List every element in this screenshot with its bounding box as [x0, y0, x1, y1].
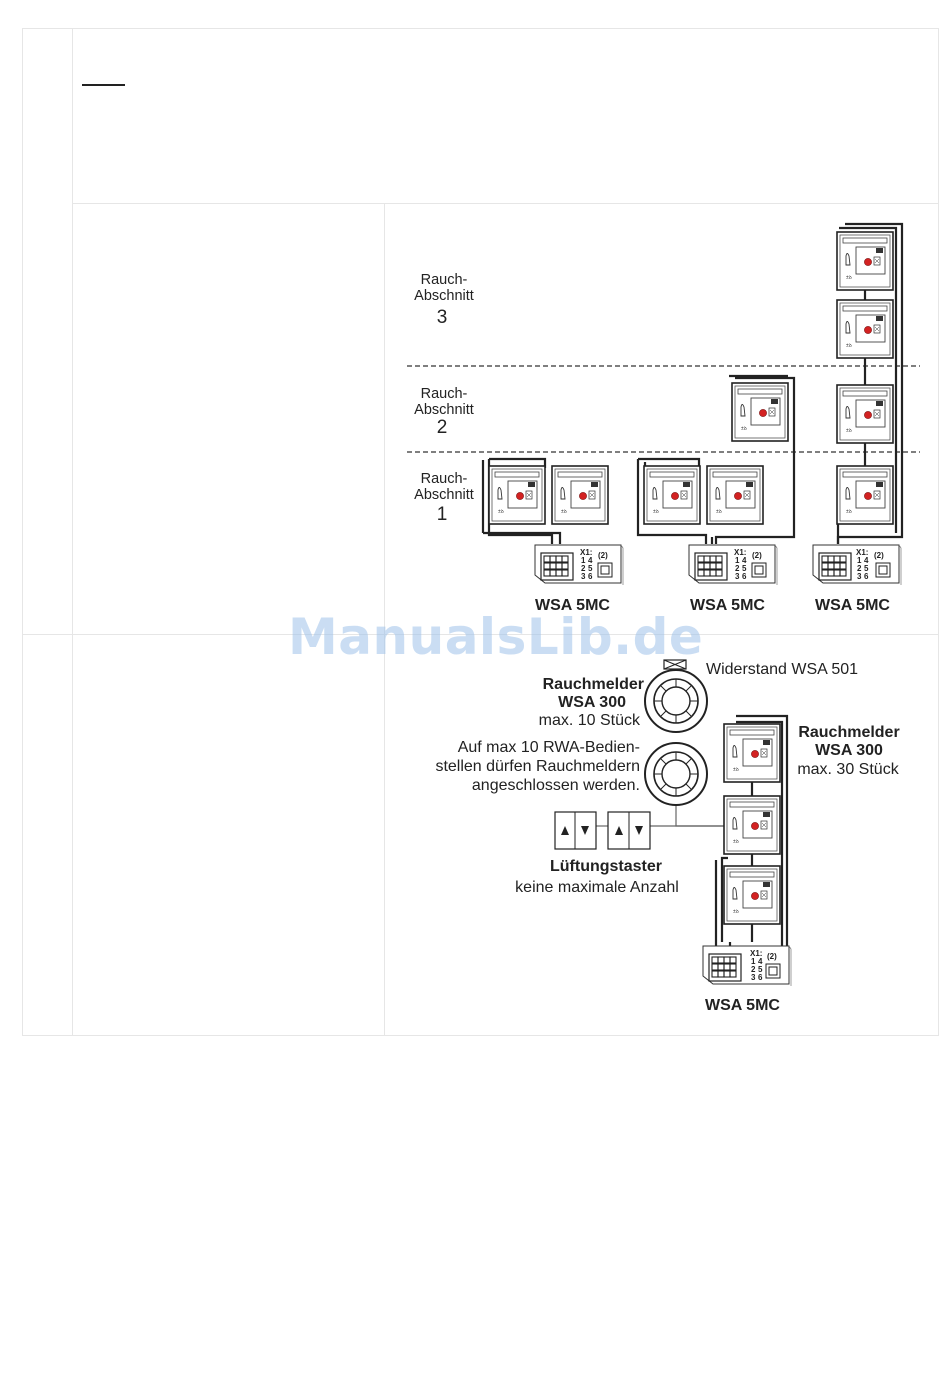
ventilation-button — [554, 811, 597, 850]
resistor-label: Widerstand WSA 501 — [706, 661, 858, 678]
smoke-detector-icon — [644, 742, 708, 806]
section-number: 1 — [437, 504, 448, 525]
button-label: Lüftungstaster — [550, 858, 662, 875]
section-number: 2 — [437, 417, 448, 438]
note-line: angeschlossen werden. — [472, 777, 640, 794]
controller-label: WSA 5MC — [690, 597, 765, 614]
controller-label: WSA 5MC — [705, 997, 780, 1014]
ventilation-button — [607, 811, 651, 850]
control-station — [723, 865, 781, 925]
smoke-right-title: Rauchmelder — [798, 724, 899, 741]
svg-text:3: 3 — [581, 572, 586, 581]
svg-text:3: 3 — [857, 572, 862, 581]
svg-text:2: 2 — [751, 965, 756, 974]
control-station — [551, 465, 609, 525]
controller-terminal — [688, 544, 778, 586]
note-line: stellen dürfen Rauchmeldern — [435, 758, 640, 775]
smoke-detector-icon — [644, 669, 708, 733]
button-sub: keine maximale Anzahl — [515, 879, 679, 896]
control-station — [706, 465, 764, 525]
svg-text:X1:: X1: — [856, 548, 868, 557]
svg-text:X1:: X1: — [734, 548, 746, 557]
section-number: 3 — [437, 307, 448, 328]
svg-text:(2): (2) — [752, 551, 762, 560]
control-station — [836, 231, 894, 291]
controller-label: WSA 5MC — [535, 597, 610, 614]
svg-text:X1:: X1: — [580, 548, 592, 557]
control-station — [836, 465, 894, 525]
svg-text:6: 6 — [864, 572, 869, 581]
smoke-left-max: max. 10 Stück — [539, 712, 641, 729]
control-station — [723, 795, 781, 855]
resistor-icon — [663, 659, 687, 670]
table-row-divider — [72, 203, 939, 204]
svg-text:3: 3 — [751, 973, 756, 982]
control-station — [488, 465, 546, 525]
svg-text:(2): (2) — [598, 551, 608, 560]
svg-text:4: 4 — [742, 556, 747, 565]
svg-text:2: 2 — [735, 564, 740, 573]
svg-text:(2): (2) — [767, 952, 777, 961]
svg-text:5: 5 — [758, 965, 763, 974]
svg-text:1: 1 — [751, 957, 756, 966]
svg-text:2: 2 — [857, 564, 862, 573]
table-row-divider — [22, 634, 939, 635]
svg-text:3: 3 — [735, 572, 740, 581]
section-label: Rauch- — [421, 386, 468, 402]
control-station — [643, 465, 701, 525]
control-station — [836, 299, 894, 359]
smoke-left-title: Rauchmelder — [543, 676, 644, 693]
watermark: ManualsLib.de — [288, 608, 704, 666]
svg-text:5: 5 — [864, 564, 869, 573]
svg-text:6: 6 — [742, 572, 747, 581]
controller-terminal — [534, 544, 624, 586]
section-label: Rauch- — [421, 471, 468, 487]
note-line: Auf max 10 RWA-Bedien- — [458, 739, 640, 756]
section-label: Abschnitt — [414, 288, 474, 304]
svg-text:6: 6 — [758, 973, 763, 982]
svg-text:(2): (2) — [874, 551, 884, 560]
svg-text:1: 1 — [857, 556, 862, 565]
smoke-right-model: WSA 300 — [815, 742, 883, 759]
control-station — [836, 384, 894, 444]
svg-text:4: 4 — [588, 556, 593, 565]
controller-label: WSA 5MC — [815, 597, 890, 614]
svg-text:6: 6 — [588, 572, 593, 581]
svg-text:4: 4 — [864, 556, 869, 565]
svg-text:5: 5 — [588, 564, 593, 573]
section-label: Abschnitt — [414, 487, 474, 503]
svg-text:5: 5 — [742, 564, 747, 573]
svg-text:2: 2 — [581, 564, 586, 573]
svg-text:4: 4 — [758, 957, 763, 966]
svg-text:1: 1 — [735, 556, 740, 565]
heading-underline — [82, 84, 125, 86]
control-station — [723, 723, 781, 783]
section-label: Abschnitt — [414, 402, 474, 418]
table-col-divider — [384, 203, 385, 1036]
svg-text:1: 1 — [581, 556, 586, 565]
smoke-left-model: WSA 300 — [558, 694, 626, 711]
smoke-right-max: max. 30 Stück — [797, 761, 899, 778]
table-col-divider — [72, 28, 73, 1036]
section-label: Rauch- — [421, 272, 468, 288]
svg-text:X1:: X1: — [750, 949, 762, 958]
control-station — [731, 382, 789, 442]
controller-terminal — [702, 945, 792, 987]
table-frame — [22, 28, 939, 1036]
